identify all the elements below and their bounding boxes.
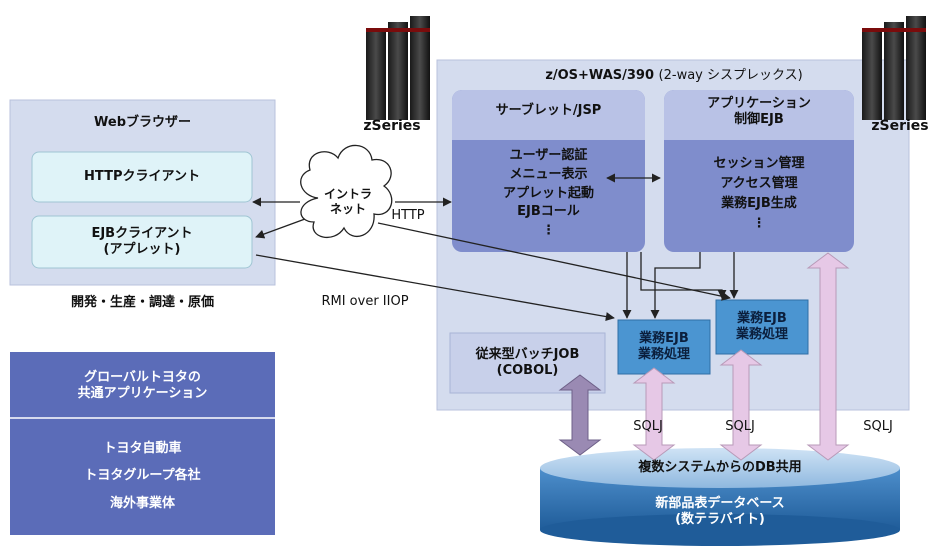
http-client-label: HTTPクライアント [84, 168, 200, 184]
db-access-arrows [558, 252, 850, 461]
server-label-left: zSeries [363, 118, 421, 135]
http-client-box [31, 151, 253, 203]
intranet-label: イントラ ネット [323, 187, 372, 216]
db-name-label: 新部品表データベース (数テラバイト) [655, 495, 785, 527]
batch-job-label: 従来型バッチJOB (COBOL) [475, 346, 580, 378]
ejb-process-box-2 [715, 299, 809, 355]
servlet-header: サーブレット/JSP [495, 102, 602, 118]
connection-arrows [252, 173, 739, 322]
server-right-icon [862, 16, 926, 120]
intranet-cloud [300, 144, 393, 239]
http-protocol-label: HTTP [391, 207, 425, 223]
departments-label: 開発・生産・調達・原価 [70, 294, 214, 310]
global-app-title: グローバルトヨタの 共通アプリケーション [77, 369, 208, 401]
zos-title: z/OS+WAS/390 (2-way シスプレックス) [440, 64, 908, 83]
sqlj-label-3: SQLJ [863, 418, 893, 434]
ejb-client-box [31, 215, 253, 269]
db-shared-label: 複数システムからのDB共用 [638, 459, 802, 475]
ejb-process-box-1 [617, 319, 711, 375]
server-left-icon [366, 16, 430, 120]
servlet-jsp-panel [452, 90, 645, 252]
sqlj-label-2: SQLJ [725, 418, 755, 434]
app-ejb-header: アプリケーション 制御EJB [707, 95, 811, 127]
sqlj-label-1: SQLJ [633, 418, 663, 434]
web-browser-title: Webブラウザー [94, 114, 191, 130]
zos-title-suffix: (2-way シスプレックス) [658, 68, 803, 83]
ejb-process-1-label: 業務EJB 業務処理 [637, 330, 690, 362]
database-cylinder [540, 448, 900, 546]
ejb-process-2-label: 業務EJB 業務処理 [735, 310, 788, 342]
app-ejb-functions: セッション管理 アクセス管理 業務EJB生成 ⋮ [713, 155, 805, 232]
app-control-ejb-panel [664, 90, 854, 252]
servlet-functions: ユーザー認証 メニュー表示 アプレット起動 EJBコール ⋮ [502, 147, 594, 239]
global-app-panel [10, 352, 275, 535]
rmi-protocol-label: RMI over IIOP [321, 293, 409, 309]
zos-title-main: z/OS+WAS/390 [545, 68, 654, 83]
ejb-client-label: EJBクライアント (アプレット) [91, 225, 193, 257]
global-app-entities: トヨタ自動車 トヨタグループ各社 海外事業体 [84, 441, 201, 511]
server-label-right: zSeries [871, 118, 929, 135]
